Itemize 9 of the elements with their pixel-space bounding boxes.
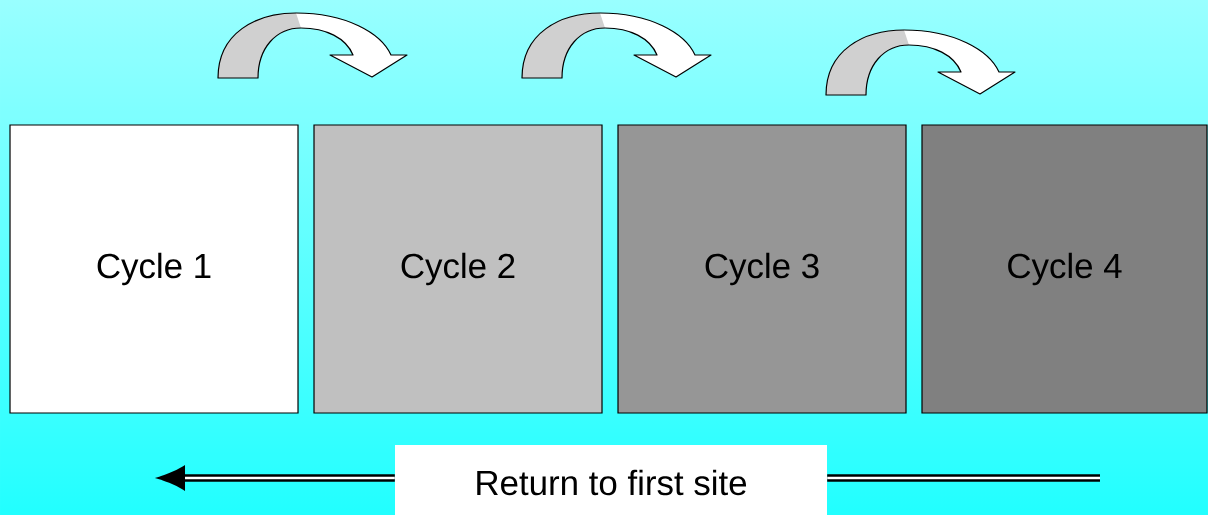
curved-arrow xyxy=(825,29,1016,96)
cycle-box: Cycle 4 xyxy=(921,124,1208,414)
curved-arrow xyxy=(521,12,712,79)
label-box: Return to first site xyxy=(395,445,827,515)
curved-arrow xyxy=(217,12,408,79)
cycle-box: Cycle 1 xyxy=(9,124,299,414)
double-arrow xyxy=(158,466,395,490)
cycle-box: Cycle 2 xyxy=(313,124,603,414)
cycle-box: Cycle 3 xyxy=(617,124,907,414)
